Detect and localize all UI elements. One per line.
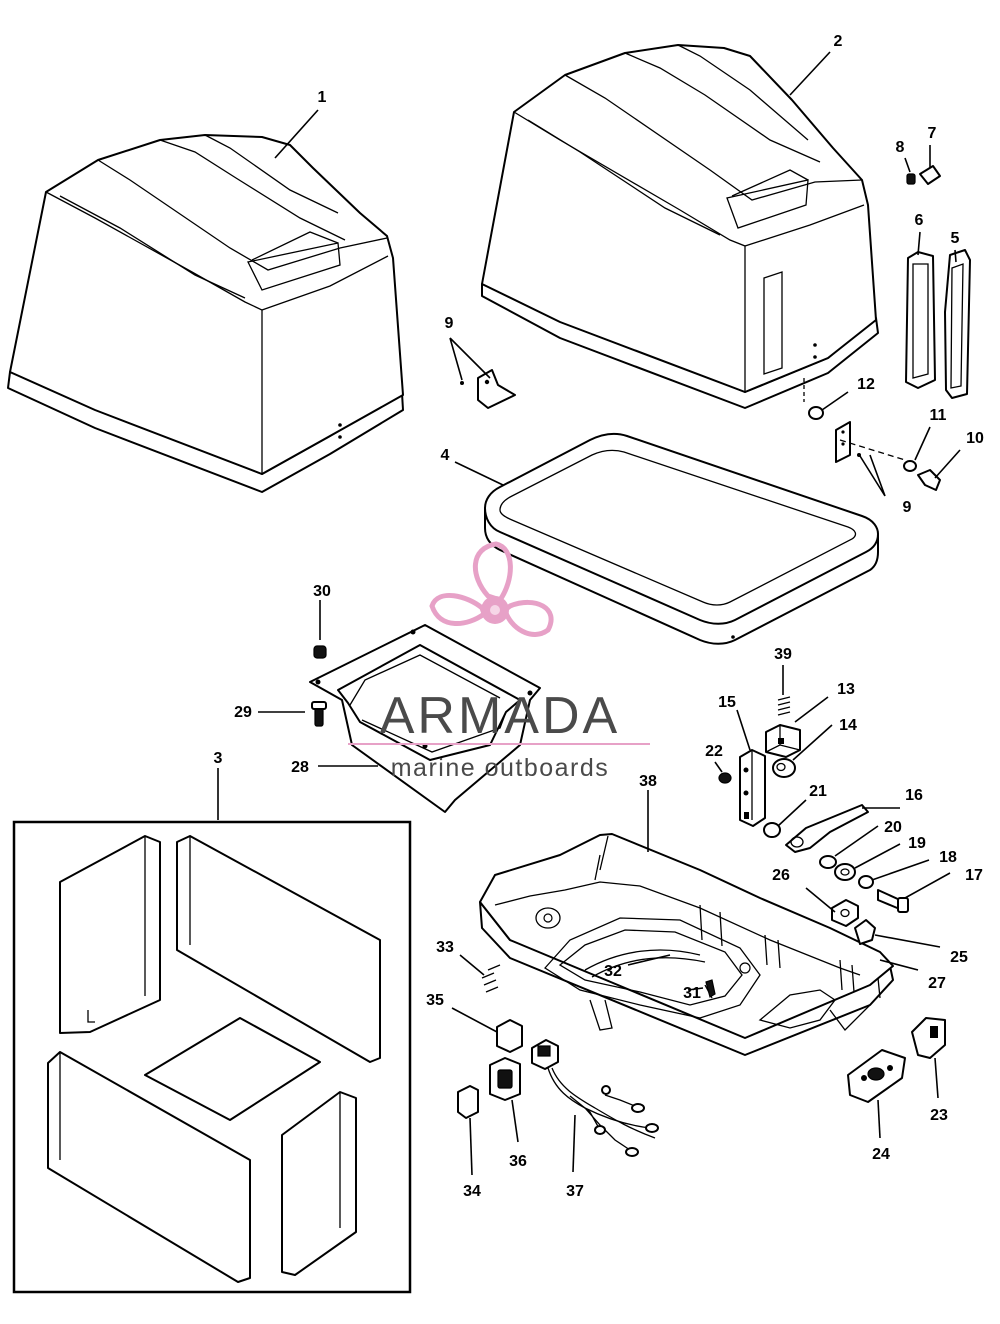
callout-34: 34 (463, 1183, 481, 1200)
callout-33: 33 (436, 939, 454, 956)
washer-19 (834, 863, 856, 881)
callout-14: 14 (839, 717, 857, 734)
callout-25: 25 (950, 949, 968, 966)
callout-35: 35 (426, 992, 444, 1009)
washer-11 (903, 460, 917, 472)
cowl-top-right (481, 44, 879, 409)
callout-6: 6 (915, 212, 924, 229)
callout-27: 27 (928, 975, 946, 992)
nut-22 (718, 772, 732, 784)
trough-28 (309, 624, 541, 813)
callout-9-right: 9 (903, 499, 912, 516)
bracket-9-right (803, 378, 906, 463)
callout-39: 39 (774, 646, 792, 663)
spring-33 (481, 964, 501, 993)
plate-5 (944, 249, 971, 399)
callout-7: 7 (928, 125, 937, 142)
screw-31 (704, 979, 716, 999)
callout-23: 23 (930, 1107, 948, 1124)
callout-numbers: 1 2 3 4 5 6 7 8 9 9 10 11 12 13 14 15 16… (214, 33, 984, 1200)
callout-8: 8 (896, 139, 905, 156)
callout-2: 2 (834, 33, 843, 50)
callout-16: 16 (905, 787, 923, 804)
callout-4: 4 (441, 447, 450, 464)
callout-29: 29 (234, 704, 252, 721)
screw-10 (917, 469, 941, 491)
bushing-14 (772, 758, 796, 778)
callout-11: 11 (930, 407, 947, 424)
block-13 (765, 724, 801, 758)
screw-29 (258, 701, 327, 727)
watermark: ARMADA marine outboards (348, 541, 650, 782)
callout-3: 3 (214, 750, 223, 767)
lever-15 (739, 749, 766, 827)
bushing-21 (763, 822, 781, 838)
callout-5: 5 (951, 230, 960, 247)
grommet-6 (905, 251, 936, 389)
clip-23 (911, 1017, 946, 1059)
callout-21: 21 (809, 783, 827, 800)
bracket-9-left (460, 369, 516, 409)
callout-31: 31 (683, 985, 701, 1002)
cowl-top-left (7, 134, 404, 493)
bolt-17 (877, 889, 909, 913)
switch-36 (489, 1057, 521, 1101)
callout-1: 1 (318, 89, 327, 106)
callout-20: 20 (884, 819, 902, 836)
callout-30: 30 (313, 583, 331, 600)
washer-20 (819, 855, 837, 869)
nut-30 (313, 600, 327, 659)
clip-7 (919, 165, 941, 185)
propeller-icon (429, 541, 554, 637)
nut-12 (808, 406, 824, 420)
callout-10: 10 (966, 430, 984, 447)
nut-8 (906, 173, 916, 185)
clip-35 (496, 1019, 523, 1053)
handle-16 (785, 804, 869, 853)
callout-24: 24 (872, 1146, 890, 1163)
callout-9-left: 9 (445, 315, 454, 332)
callout-37: 37 (566, 1183, 584, 1200)
watermark-tagline: marine outboards (391, 754, 610, 782)
spring-39 (777, 696, 791, 716)
cap-34 (457, 1085, 479, 1119)
block-25 (854, 919, 876, 945)
callout-28: 28 (291, 759, 309, 776)
callout-38: 38 (639, 773, 657, 790)
washer-18 (858, 875, 874, 889)
callout-26: 26 (772, 867, 790, 884)
callout-12: 12 (857, 376, 875, 393)
callout-18: 18 (939, 849, 957, 866)
leader-lines (217, 51, 961, 1176)
watermark-brand: ARMADA (380, 687, 620, 745)
callout-13: 13 (837, 681, 855, 698)
callout-36: 36 (509, 1153, 527, 1170)
callout-22: 22 (705, 743, 723, 760)
callout-17: 17 (965, 867, 983, 884)
callout-32: 32 (604, 963, 622, 980)
cowl-seal (484, 432, 879, 645)
panel-24 (847, 1049, 906, 1103)
harness-37 (531, 1039, 659, 1157)
foam-kit-3 (12, 820, 412, 1294)
callout-15: 15 (718, 694, 736, 711)
plate-26 (831, 899, 859, 927)
callout-19: 19 (908, 835, 926, 852)
bottom-cowl-38 (479, 833, 894, 1056)
